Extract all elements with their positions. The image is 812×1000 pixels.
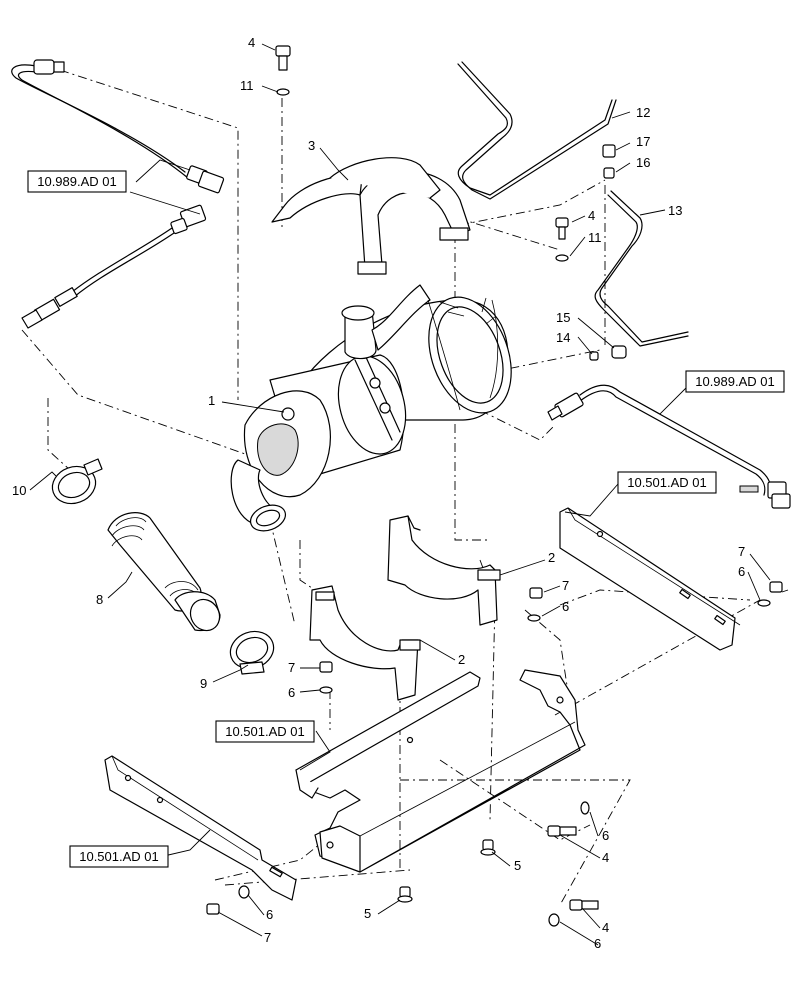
- callout-7-nut-far-right: 7: [738, 544, 745, 559]
- reference-boxes: 10.989.AD 01 10.989.AD 01 10.501.AD 01 1…: [27, 170, 785, 868]
- callout-2-upper-saddle: 2: [548, 550, 555, 565]
- callout-13-tube: 13: [668, 203, 682, 218]
- aftertreatment-assembly: [230, 284, 512, 532]
- callout-4-bolt-bottom: 4: [602, 920, 609, 935]
- callout-16-fitting: 16: [636, 155, 650, 170]
- alignment-lines: [21, 69, 761, 906]
- callout-6-washer-far-right: 6: [738, 564, 745, 579]
- callout-6-washer-left: 6: [288, 685, 295, 700]
- callout-2-lower-saddle: 2: [458, 652, 465, 667]
- flex-pipe-group: [51, 458, 275, 675]
- callout-11-strap-washer: 11: [588, 230, 602, 245]
- callout-7-nut-left: 7: [288, 660, 295, 675]
- mounting-frame: [104, 507, 741, 901]
- tubes: [457, 61, 689, 361]
- leader-lines: [29, 43, 789, 946]
- sensor-harness-right: [547, 384, 791, 509]
- mounting-strap-3: [271, 157, 471, 275]
- callout-14-fitting: 14: [556, 330, 570, 345]
- callout-6-washer-lower: 6: [602, 828, 609, 843]
- callout-17-fitting: 17: [636, 134, 650, 149]
- callout-4-top-bolt: 4: [248, 35, 255, 50]
- callout-9-clamp: 9: [200, 676, 207, 691]
- ref-sensor-right: 10.989.AD 01: [695, 374, 775, 389]
- callout-11-top-washer: 11: [240, 78, 254, 93]
- callout-1-assembly: 1: [208, 393, 215, 408]
- callout-5-bolt-left: 5: [364, 906, 371, 921]
- callout-10-clamp: 10: [12, 483, 26, 498]
- ref-bracket-left: 10.501.AD 01: [79, 849, 159, 864]
- callout-3-strap: 3: [308, 138, 315, 153]
- callout-6-washer-bottom: 6: [594, 936, 601, 951]
- sensor-harness-left: [11, 59, 225, 329]
- hardware: [206, 45, 783, 927]
- ref-frame-center: 10.501.AD 01: [225, 724, 305, 739]
- callout-6-washer-right: 6: [562, 599, 569, 614]
- ref-bracket-right: 10.501.AD 01: [627, 475, 707, 490]
- callout-12-tube: 12: [636, 105, 650, 120]
- callout-7-nut-right: 7: [562, 578, 569, 593]
- callout-15-fitting: 15: [556, 310, 570, 325]
- saddle-brackets: [309, 515, 501, 701]
- callout-4-strap-bolt: 4: [588, 208, 595, 223]
- ref-sensor-left: 10.989.AD 01: [37, 174, 117, 189]
- callout-labels: 4 11 3 1 10 8 9 12 17 16 13 4 11 15 14 2…: [12, 35, 745, 951]
- callout-6-washer-bottom-left: 6: [266, 907, 273, 922]
- callout-4-bolt-lower: 4: [602, 850, 609, 865]
- callout-8-flex-pipe: 8: [96, 592, 103, 607]
- callout-7-nut-bottom-left: 7: [264, 930, 271, 945]
- callout-5-bolt-center: 5: [514, 858, 521, 873]
